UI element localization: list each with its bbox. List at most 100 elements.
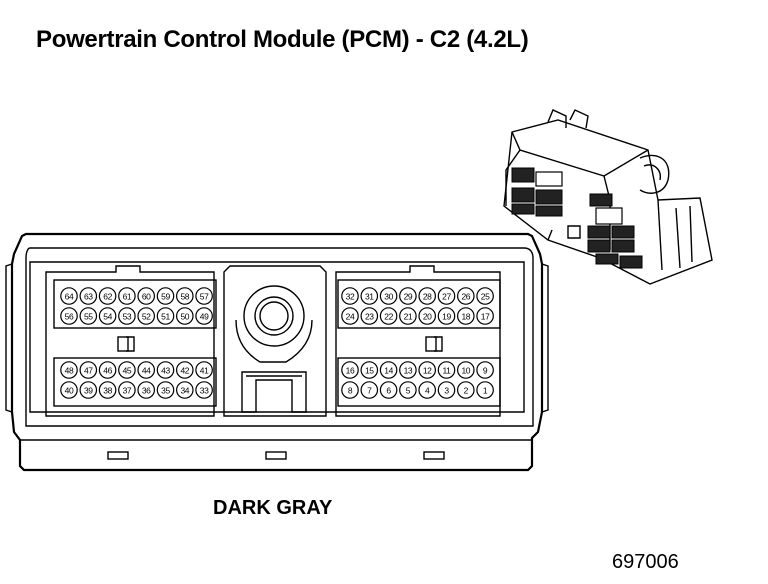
pin-label: 27 (442, 292, 451, 302)
pin-label: 51 (161, 312, 170, 322)
pin-label: 33 (200, 386, 209, 396)
connector-color-label: DARK GRAY (213, 497, 333, 519)
pin-label: 39 (84, 386, 93, 396)
pin-49: 49 (195, 307, 213, 325)
pin-label: 62 (103, 292, 112, 302)
pin-label: 3 (444, 386, 449, 396)
pin-label: 26 (461, 292, 470, 302)
pin-label: 63 (84, 292, 93, 302)
pin-38: 38 (98, 381, 117, 399)
pin-25: 25 (476, 287, 494, 305)
pin-40: 40 (60, 381, 78, 399)
pin-53: 53 (118, 307, 136, 325)
pin-label: 34 (180, 386, 189, 396)
pin-label: 61 (123, 292, 132, 302)
pin-label: 44 (142, 366, 151, 376)
pin-label: 57 (200, 292, 209, 302)
pin-label: 41 (200, 366, 209, 376)
pin-label: 58 (180, 292, 189, 302)
pin-label: 40 (65, 386, 74, 396)
pin-19: 19 (437, 307, 456, 325)
pin-label: 29 (404, 292, 413, 302)
pin-label: 11 (442, 366, 451, 376)
figure-number: 697006 (612, 551, 679, 573)
pin-39: 39 (79, 381, 98, 399)
pin-12: 12 (418, 361, 436, 379)
pin-44: 44 (137, 361, 155, 379)
pin-label: 42 (180, 366, 189, 376)
pin-60: 60 (137, 287, 155, 305)
pin-label: 36 (142, 386, 151, 396)
connector-3d-view (503, 109, 713, 285)
pin-13: 13 (399, 361, 417, 379)
pin-label: 35 (161, 386, 170, 396)
pin-9: 9 (476, 361, 494, 379)
pin-43: 43 (156, 361, 175, 379)
pin-31: 31 (360, 287, 379, 305)
pin-15: 15 (360, 361, 379, 379)
pin-label: 22 (384, 312, 393, 322)
pin-label: 5 (406, 386, 411, 396)
pin-label: 17 (481, 312, 490, 322)
pin-label: 37 (123, 386, 132, 396)
pin-50: 50 (176, 307, 194, 325)
pin-label: 31 (365, 292, 374, 302)
pin-41: 41 (195, 361, 213, 379)
pin-label: 1 (483, 386, 488, 396)
pin-8: 8 (341, 381, 359, 399)
pin-45: 45 (118, 361, 136, 379)
pin-42: 42 (176, 361, 194, 379)
pin-label: 60 (142, 292, 151, 302)
pin-46: 46 (98, 361, 117, 379)
pin-label: 52 (142, 312, 151, 322)
pin-label: 54 (103, 312, 112, 322)
pin-26: 26 (456, 287, 475, 305)
pin-37: 37 (118, 381, 136, 399)
pin-label: 7 (367, 386, 372, 396)
pin-18: 18 (456, 307, 475, 325)
pin-11: 11 (437, 361, 456, 379)
pin-54: 54 (98, 307, 117, 325)
pin-64: 64 (60, 287, 78, 305)
pin-label: 55 (84, 312, 93, 322)
pin-label: 47 (84, 366, 93, 376)
pin-label: 59 (161, 292, 170, 302)
pin-label: 8 (348, 386, 353, 396)
pin-29: 29 (399, 287, 417, 305)
pin-label: 48 (65, 366, 74, 376)
pin-label: 30 (384, 292, 393, 302)
pin-label: 2 (464, 386, 469, 396)
pin-label: 23 (365, 312, 374, 322)
pin-57: 57 (195, 287, 213, 305)
pin-48: 48 (60, 361, 78, 379)
pin-label: 14 (384, 366, 393, 376)
pin-label: 45 (123, 366, 132, 376)
pin-label: 25 (481, 292, 490, 302)
pin-32: 32 (341, 287, 359, 305)
pin-20: 20 (418, 307, 436, 325)
pin-label: 21 (404, 312, 413, 322)
pin-21: 21 (399, 307, 417, 325)
pin-30: 30 (379, 287, 398, 305)
pin-label: 46 (103, 366, 112, 376)
pin-label: 38 (103, 386, 112, 396)
pin-4: 4 (418, 381, 436, 399)
pin-label: 6 (386, 386, 391, 396)
pin-label: 64 (65, 292, 74, 302)
pin-label: 15 (365, 366, 374, 376)
pin-7: 7 (360, 381, 379, 399)
pin-label: 20 (423, 312, 432, 322)
pin-label: 43 (161, 366, 170, 376)
pin-label: 4 (425, 386, 430, 396)
pin-label: 10 (461, 366, 470, 376)
pin-27: 27 (437, 287, 456, 305)
pin-55: 55 (79, 307, 98, 325)
pin-label: 32 (346, 292, 355, 302)
pin-3: 3 (437, 381, 456, 399)
pin-14: 14 (379, 361, 398, 379)
connector-face (5, 232, 549, 472)
pin-2: 2 (456, 381, 475, 399)
pin-24: 24 (341, 307, 359, 325)
